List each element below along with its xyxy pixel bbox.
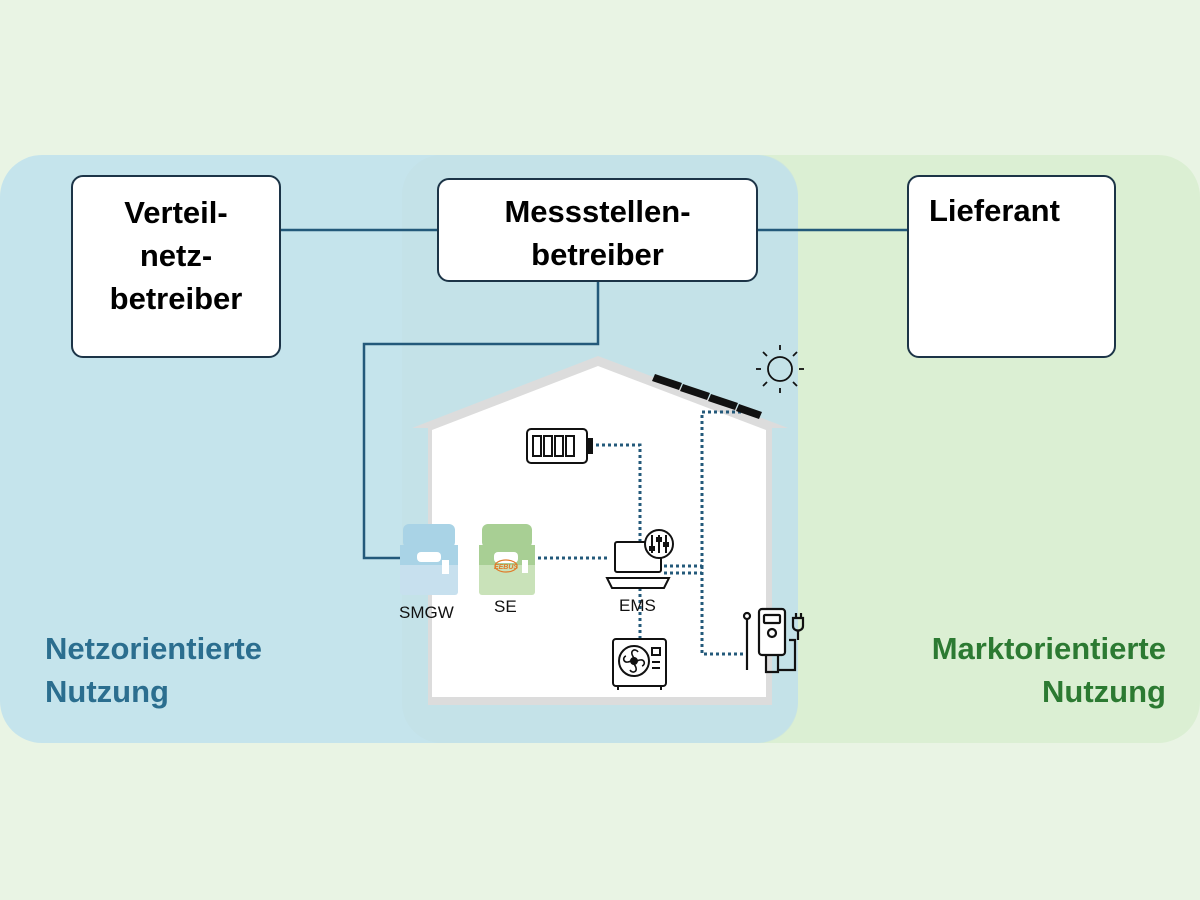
verteilnetzbetreiber-box: Verteil- netz- betreiber — [71, 175, 281, 358]
netzorientierte-nutzung-label: Netzorientierte Nutzung — [45, 627, 262, 713]
markt-label-line-1: Marktorientierte — [931, 631, 1166, 666]
se-label: SE — [494, 597, 517, 616]
vnb-line-1: Verteil- — [124, 195, 228, 230]
netz-label-line-1: Netzorientierte — [45, 631, 263, 666]
device-connections — [532, 410, 752, 656]
grid-connections — [281, 228, 907, 560]
wallbox-icon — [742, 607, 805, 674]
steuerbox-icon: EEBUS — [479, 524, 535, 595]
ems-laptop-icon — [605, 529, 674, 589]
heat-pump-icon — [612, 638, 667, 690]
house — [412, 356, 788, 705]
markt-label-line-2: Nutzung — [1042, 674, 1166, 709]
smgw-label: SMGW — [399, 603, 454, 622]
lieferant-label: Lieferant — [929, 193, 1060, 228]
netz-label-line-2: Nutzung — [45, 674, 169, 709]
msb-line-2: betreiber — [531, 237, 664, 272]
marktorientierte-nutzung-label: Marktorientierte Nutzung — [932, 627, 1166, 713]
solar-panel-icon — [652, 374, 762, 419]
lieferant-box: Lieferant — [907, 175, 1116, 358]
ems-label: EMS — [619, 596, 656, 615]
vnb-line-3: betreiber — [109, 281, 243, 316]
smart-meter-gateway-icon — [400, 524, 458, 595]
battery-icon — [526, 428, 593, 464]
vnb-line-2: netz- — [139, 238, 213, 273]
messstellenbetreiber-box: Messstellen- betreiber — [437, 178, 758, 282]
eebus-logo: EEBUS — [494, 564, 518, 571]
sun-icon — [756, 345, 804, 393]
msb-line-1: Messstellen- — [504, 194, 691, 229]
